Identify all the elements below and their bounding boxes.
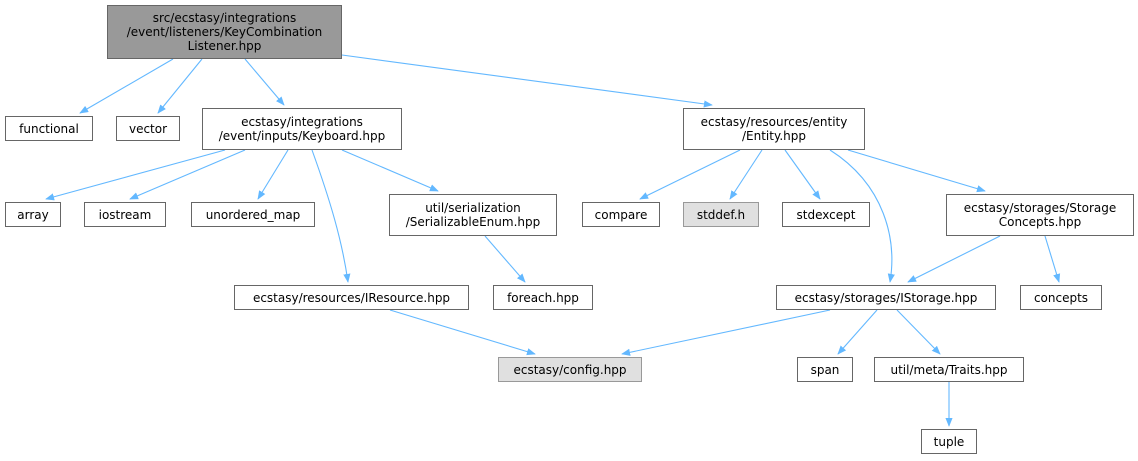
node-span: span: [797, 357, 853, 382]
edge-entity-istorage: [829, 149, 895, 283]
node-concepts: concepts: [1020, 285, 1102, 310]
edge-entity-compare: [639, 149, 741, 200]
edge-istorage-config: [621, 309, 831, 356]
node-entity-hpp[interactable]: ecstasy/resources/entity /Entity.hpp: [683, 108, 865, 150]
edge-root-entity: [341, 54, 713, 108]
node-vector: vector: [116, 116, 180, 141]
edge-root-functional: [79, 58, 174, 114]
node-istorage-hpp[interactable]: ecstasy/storages/IStorage.hpp: [776, 285, 996, 310]
node-unordered-map: unordered_map: [191, 202, 315, 227]
edge-storage_concepts-istorage: [907, 235, 1001, 283]
edge-keyboard-array: [45, 149, 226, 201]
edge-istorage-span: [837, 309, 878, 355]
edge-istorage-traits: [896, 309, 941, 355]
edge-serializable-foreach: [484, 235, 526, 283]
node-iresource-hpp[interactable]: ecstasy/resources/IResource.hpp: [234, 285, 469, 310]
node-tuple: tuple: [921, 429, 977, 454]
node-stddef-h: stddef.h: [683, 202, 759, 227]
node-traits-hpp[interactable]: util/meta/Traits.hpp: [874, 357, 1024, 382]
edge-entity-stddef: [729, 149, 763, 200]
node-iostream: iostream: [84, 202, 166, 227]
node-foreach-hpp[interactable]: foreach.hpp: [493, 285, 593, 310]
node-config-hpp: ecstasy/config.hpp: [498, 357, 642, 382]
edge-iresource-config: [389, 309, 536, 356]
node-serializable-enum-hpp[interactable]: util/serialization /SerializableEnum.hpp: [389, 194, 557, 236]
node-functional: functional: [5, 116, 93, 141]
edge-root-vector: [157, 58, 203, 114]
node-keyboard-hpp[interactable]: ecstasy/integrations /event/inputs/Keybo…: [202, 108, 402, 150]
edge-root-keyboard: [244, 58, 285, 106]
node-stdexcept: stdexcept: [782, 202, 870, 227]
edge-keyboard-unordered_map: [257, 149, 289, 200]
node-root-keycombinationlistener: src/ecstasy/integrations /event/listener…: [107, 5, 342, 59]
edge-keyboard-iresource: [311, 149, 351, 283]
edge-entity-storage_concepts: [847, 149, 986, 193]
node-compare: compare: [582, 202, 660, 227]
edge-keyboard-iostream: [129, 149, 246, 200]
edge-entity-stdexcept: [784, 149, 821, 200]
edge-storage_concepts-concepts: [1044, 235, 1061, 283]
node-array: array: [5, 202, 61, 227]
edge-keyboard-serializable: [341, 149, 439, 192]
node-storage-concepts-hpp[interactable]: ecstasy/storages/Storage Concepts.hpp: [946, 194, 1134, 236]
